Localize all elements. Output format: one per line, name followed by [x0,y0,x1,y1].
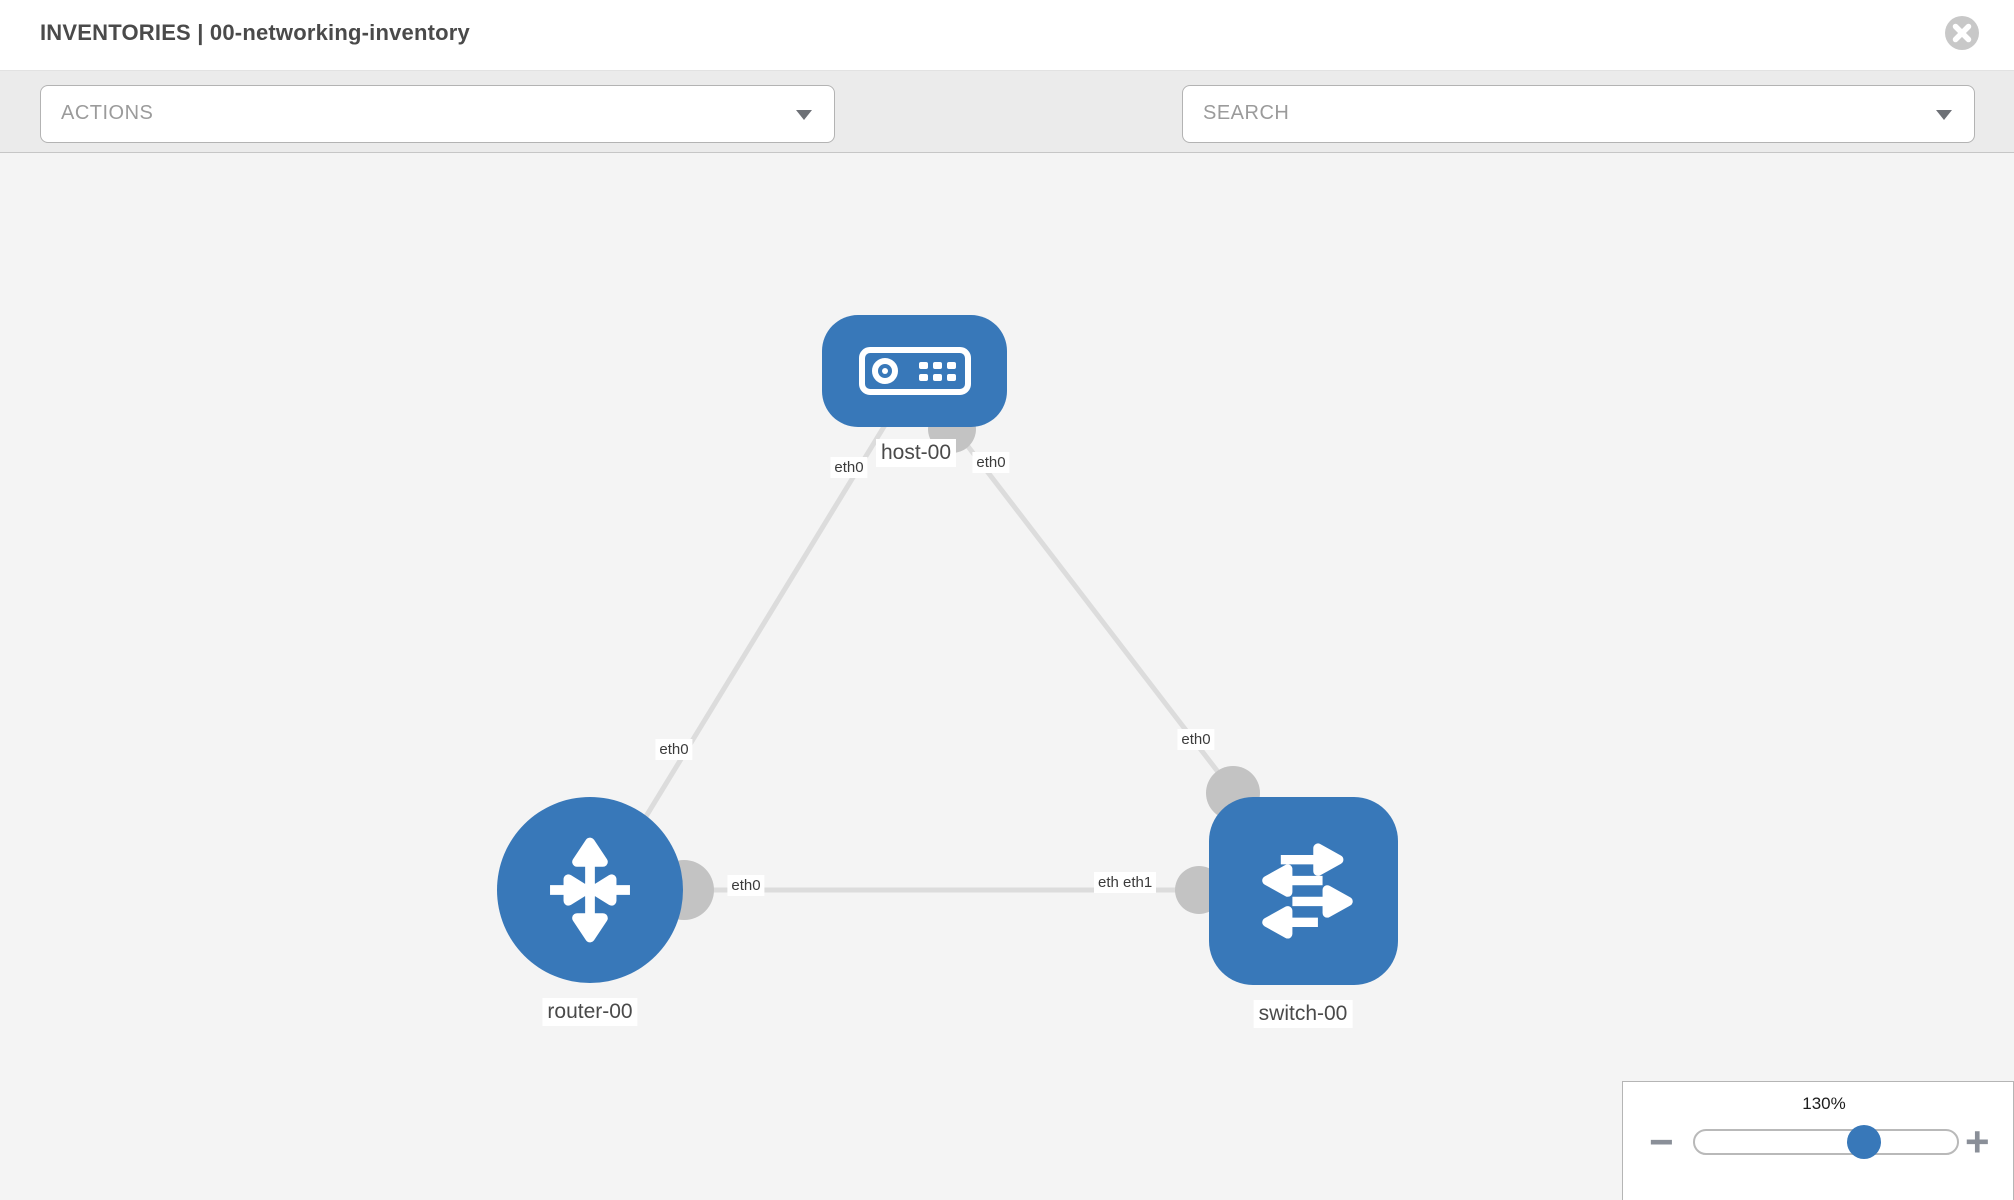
caret-down-icon [796,110,812,120]
node-switch-00[interactable] [1209,797,1398,985]
router-icon [550,837,630,943]
node-router-00[interactable] [497,797,683,983]
caret-down-icon [1936,110,1952,120]
node-label-host: host-00 [875,439,957,467]
zoom-level-value: 130% [1802,1094,1846,1113]
zoom-panel: 130% − + [1622,1081,2014,1200]
interface-label: eth0 [655,739,693,760]
zoom-slider-track[interactable] [1693,1129,1959,1155]
host-icon [858,347,971,395]
page-title: INVENTORIES | 00-networking-inventory [40,20,470,45]
zoom-slider-handle[interactable] [1847,1125,1881,1159]
toolbar: ACTIONS SEARCH [0,71,2014,203]
interface-label: eth0 [727,875,765,896]
panel-header: INVENTORIES | 00-networking-inventory [0,0,2014,71]
zoom-out-button[interactable]: − [1649,1118,1674,1165]
node-label-switch: switch-00 [1253,1000,1353,1028]
node-label-router: router-00 [542,998,638,1026]
actions-dropdown-label: ACTIONS [61,102,154,124]
search-dropdown[interactable]: SEARCH [1182,85,1975,143]
interface-label: eth0 [972,452,1010,473]
actions-dropdown[interactable]: ACTIONS [40,85,835,143]
zoom-in-button[interactable]: + [1965,1118,1990,1165]
topology-edges [595,421,1250,897]
switch-icon [1261,843,1353,939]
interface-label: eth0 [1177,729,1215,750]
interface-label: eth0 [830,457,868,478]
search-dropdown-label: SEARCH [1203,102,1290,124]
node-host-00[interactable] [822,315,1007,427]
topology-canvas[interactable]: host-00 router-00 switch-00 eth0 eth0 et… [0,153,2014,1200]
interface-label: eth1 [1119,872,1157,893]
close-button[interactable] [1944,15,1980,51]
x-circle-icon [1945,16,1979,50]
